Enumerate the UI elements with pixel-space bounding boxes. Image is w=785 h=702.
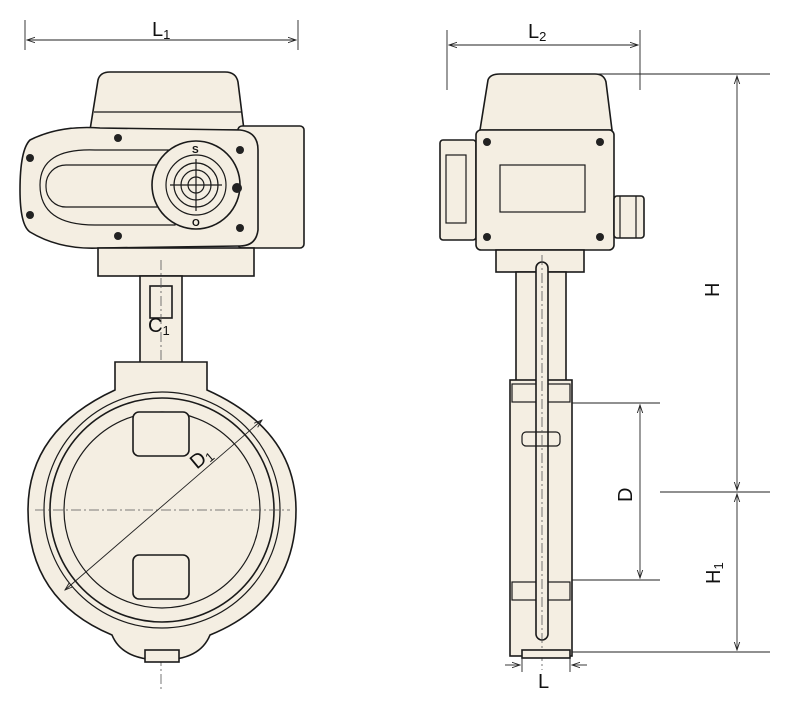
front-view: L1 S O C1 D1 <box>19 19 305 690</box>
label-L: L <box>538 671 549 693</box>
label-C1: C1 <box>148 315 170 338</box>
label-D: D <box>615 488 637 502</box>
actuator-side <box>439 73 645 273</box>
label-L1: L1 <box>152 19 170 42</box>
dial-mark-o: O <box>192 218 200 229</box>
dimension-L <box>505 655 587 672</box>
dimension-H <box>590 73 770 493</box>
dimension-D <box>572 402 660 581</box>
valve-body-side <box>509 255 573 670</box>
label-H1: H1 <box>703 562 726 584</box>
label-H: H <box>702 283 724 297</box>
dial-mark-s: S <box>192 145 199 156</box>
actuator-front: S O <box>19 71 305 277</box>
valve-body-front <box>27 361 297 663</box>
side-view: L2 H H1 D L <box>439 21 770 693</box>
dimension-L2 <box>446 30 641 90</box>
dimension-L1 <box>24 20 299 50</box>
label-L2: L2 <box>528 21 546 44</box>
dimension-H1 <box>572 494 770 653</box>
